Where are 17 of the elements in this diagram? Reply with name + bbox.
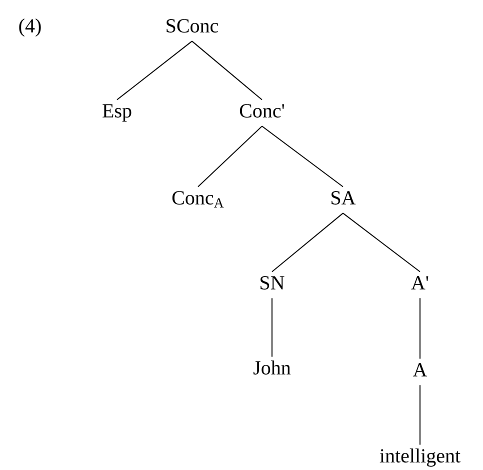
tree-node-label: SConc — [166, 19, 218, 33]
tree-branch — [272, 212, 344, 272]
tree-branch — [342, 212, 420, 272]
tree-node-label: Conc' — [240, 104, 284, 118]
tree-branch — [192, 40, 262, 100]
example-number: (4) — [19, 18, 41, 37]
tree-node-label: Esp — [102, 104, 132, 122]
tree-branch — [262, 126, 344, 188]
tree-node-label: SA — [332, 191, 356, 205]
tree-branch — [116, 40, 192, 100]
tree-node-label: A — [412, 363, 428, 376]
tree-node-label: John — [254, 360, 291, 375]
tree-branch — [198, 126, 262, 188]
tree-node-label: A' — [411, 276, 428, 290]
tree-node-label: SN — [260, 276, 284, 290]
tree-node-label: intelligent — [380, 448, 460, 467]
tree-node-label: Conc$_{A}$ — [172, 191, 224, 208]
